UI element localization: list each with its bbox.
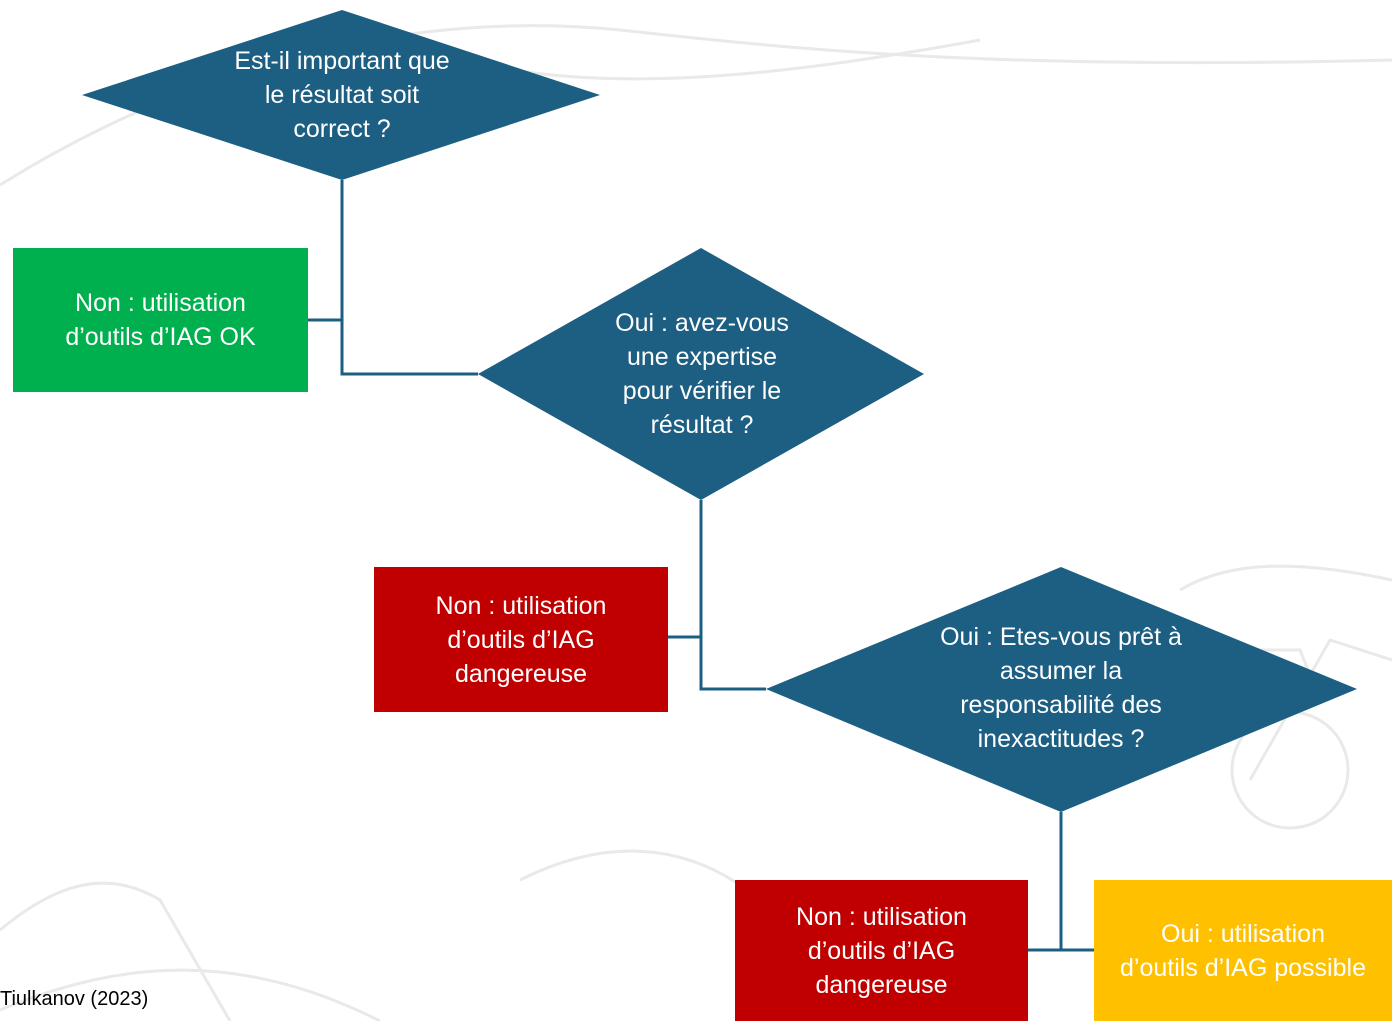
decision-q3-label: Oui : Etes-vous prêt à assumer la respon…: [940, 622, 1182, 753]
result-possible-label: Oui : utilisation d’outils d’IAG possibl…: [1120, 919, 1366, 982]
result-danger2: Non : utilisation d’outils d’IAG dangere…: [735, 880, 1028, 1021]
result-danger1: Non : utilisation d’outils d’IAG dangere…: [374, 567, 668, 712]
decision-q2-label: Oui : avez-vous une expertise pour vérif…: [615, 309, 789, 439]
decision-q1-label: Est-il important que le résultat soit co…: [234, 47, 450, 143]
decision-q1-shape: [82, 10, 600, 180]
result-possible-shape: [1094, 880, 1392, 1021]
decision-q1: Est-il important que le résultat soit co…: [182, 40, 502, 150]
decision-q2-shape: [478, 248, 924, 500]
citation: Tiulkanov (2023): [0, 988, 149, 1010]
result-possible: Oui : utilisation d’outils d’IAG possibl…: [1094, 880, 1392, 1021]
decision-q3-shape: [766, 567, 1357, 812]
result-ok-shape: [13, 248, 308, 392]
result-danger1-shape: [374, 567, 668, 712]
decision-q3: Oui : Etes-vous prêt à assumer la respon…: [900, 615, 1222, 760]
decision-q2: Oui : avez-vous une expertise pour vérif…: [560, 304, 844, 444]
result-danger2-shape: [735, 880, 1028, 1021]
result-danger1-label: Non : utilisation d’outils d’IAG dangere…: [435, 591, 607, 688]
result-ok-label: Non : utilisation d’outils d’IAG OK: [65, 289, 256, 351]
result-danger2-label: Non : utilisation d’outils d’IAG dangere…: [796, 902, 967, 999]
connector-q2-to-q3: [699, 500, 766, 691]
result-ok: Non : utilisation d’outils d’IAG OK: [13, 248, 308, 392]
connector-q1-to-q2: [340, 180, 478, 376]
